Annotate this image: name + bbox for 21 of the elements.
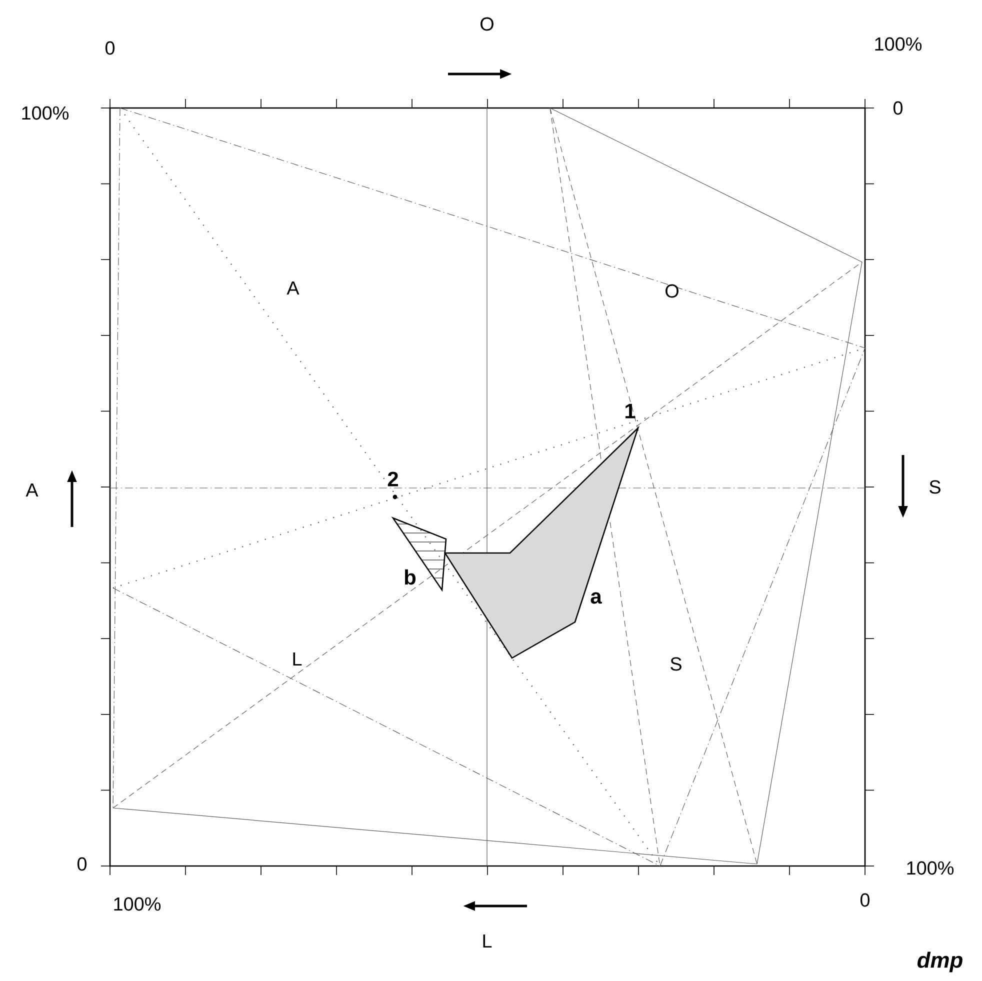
axis-letter: L <box>483 934 492 948</box>
axis-letter: O <box>480 17 494 31</box>
area-letter: a <box>590 592 602 604</box>
scale-label: 100% <box>875 37 922 51</box>
scale-label: 0 <box>860 893 870 907</box>
scale-label: 100% <box>907 861 954 875</box>
point-number: 1 <box>626 404 636 418</box>
scale-label: 0 <box>893 101 903 115</box>
scale-label: 100% <box>114 897 161 911</box>
area-letter: b <box>405 569 416 585</box>
scale-label: 0 <box>77 857 87 871</box>
region-letter: A <box>286 282 300 295</box>
scale-label: 100% <box>22 106 69 120</box>
signature: dmp <box>918 952 962 972</box>
axis-letter: S <box>930 480 940 494</box>
region-letter: L <box>293 652 302 666</box>
scale-label: 0 <box>105 41 115 55</box>
region-letter: S <box>670 657 682 671</box>
point-number: 2 <box>388 472 398 486</box>
region-letter: O <box>666 284 678 298</box>
axis-letter: A <box>26 484 38 497</box>
